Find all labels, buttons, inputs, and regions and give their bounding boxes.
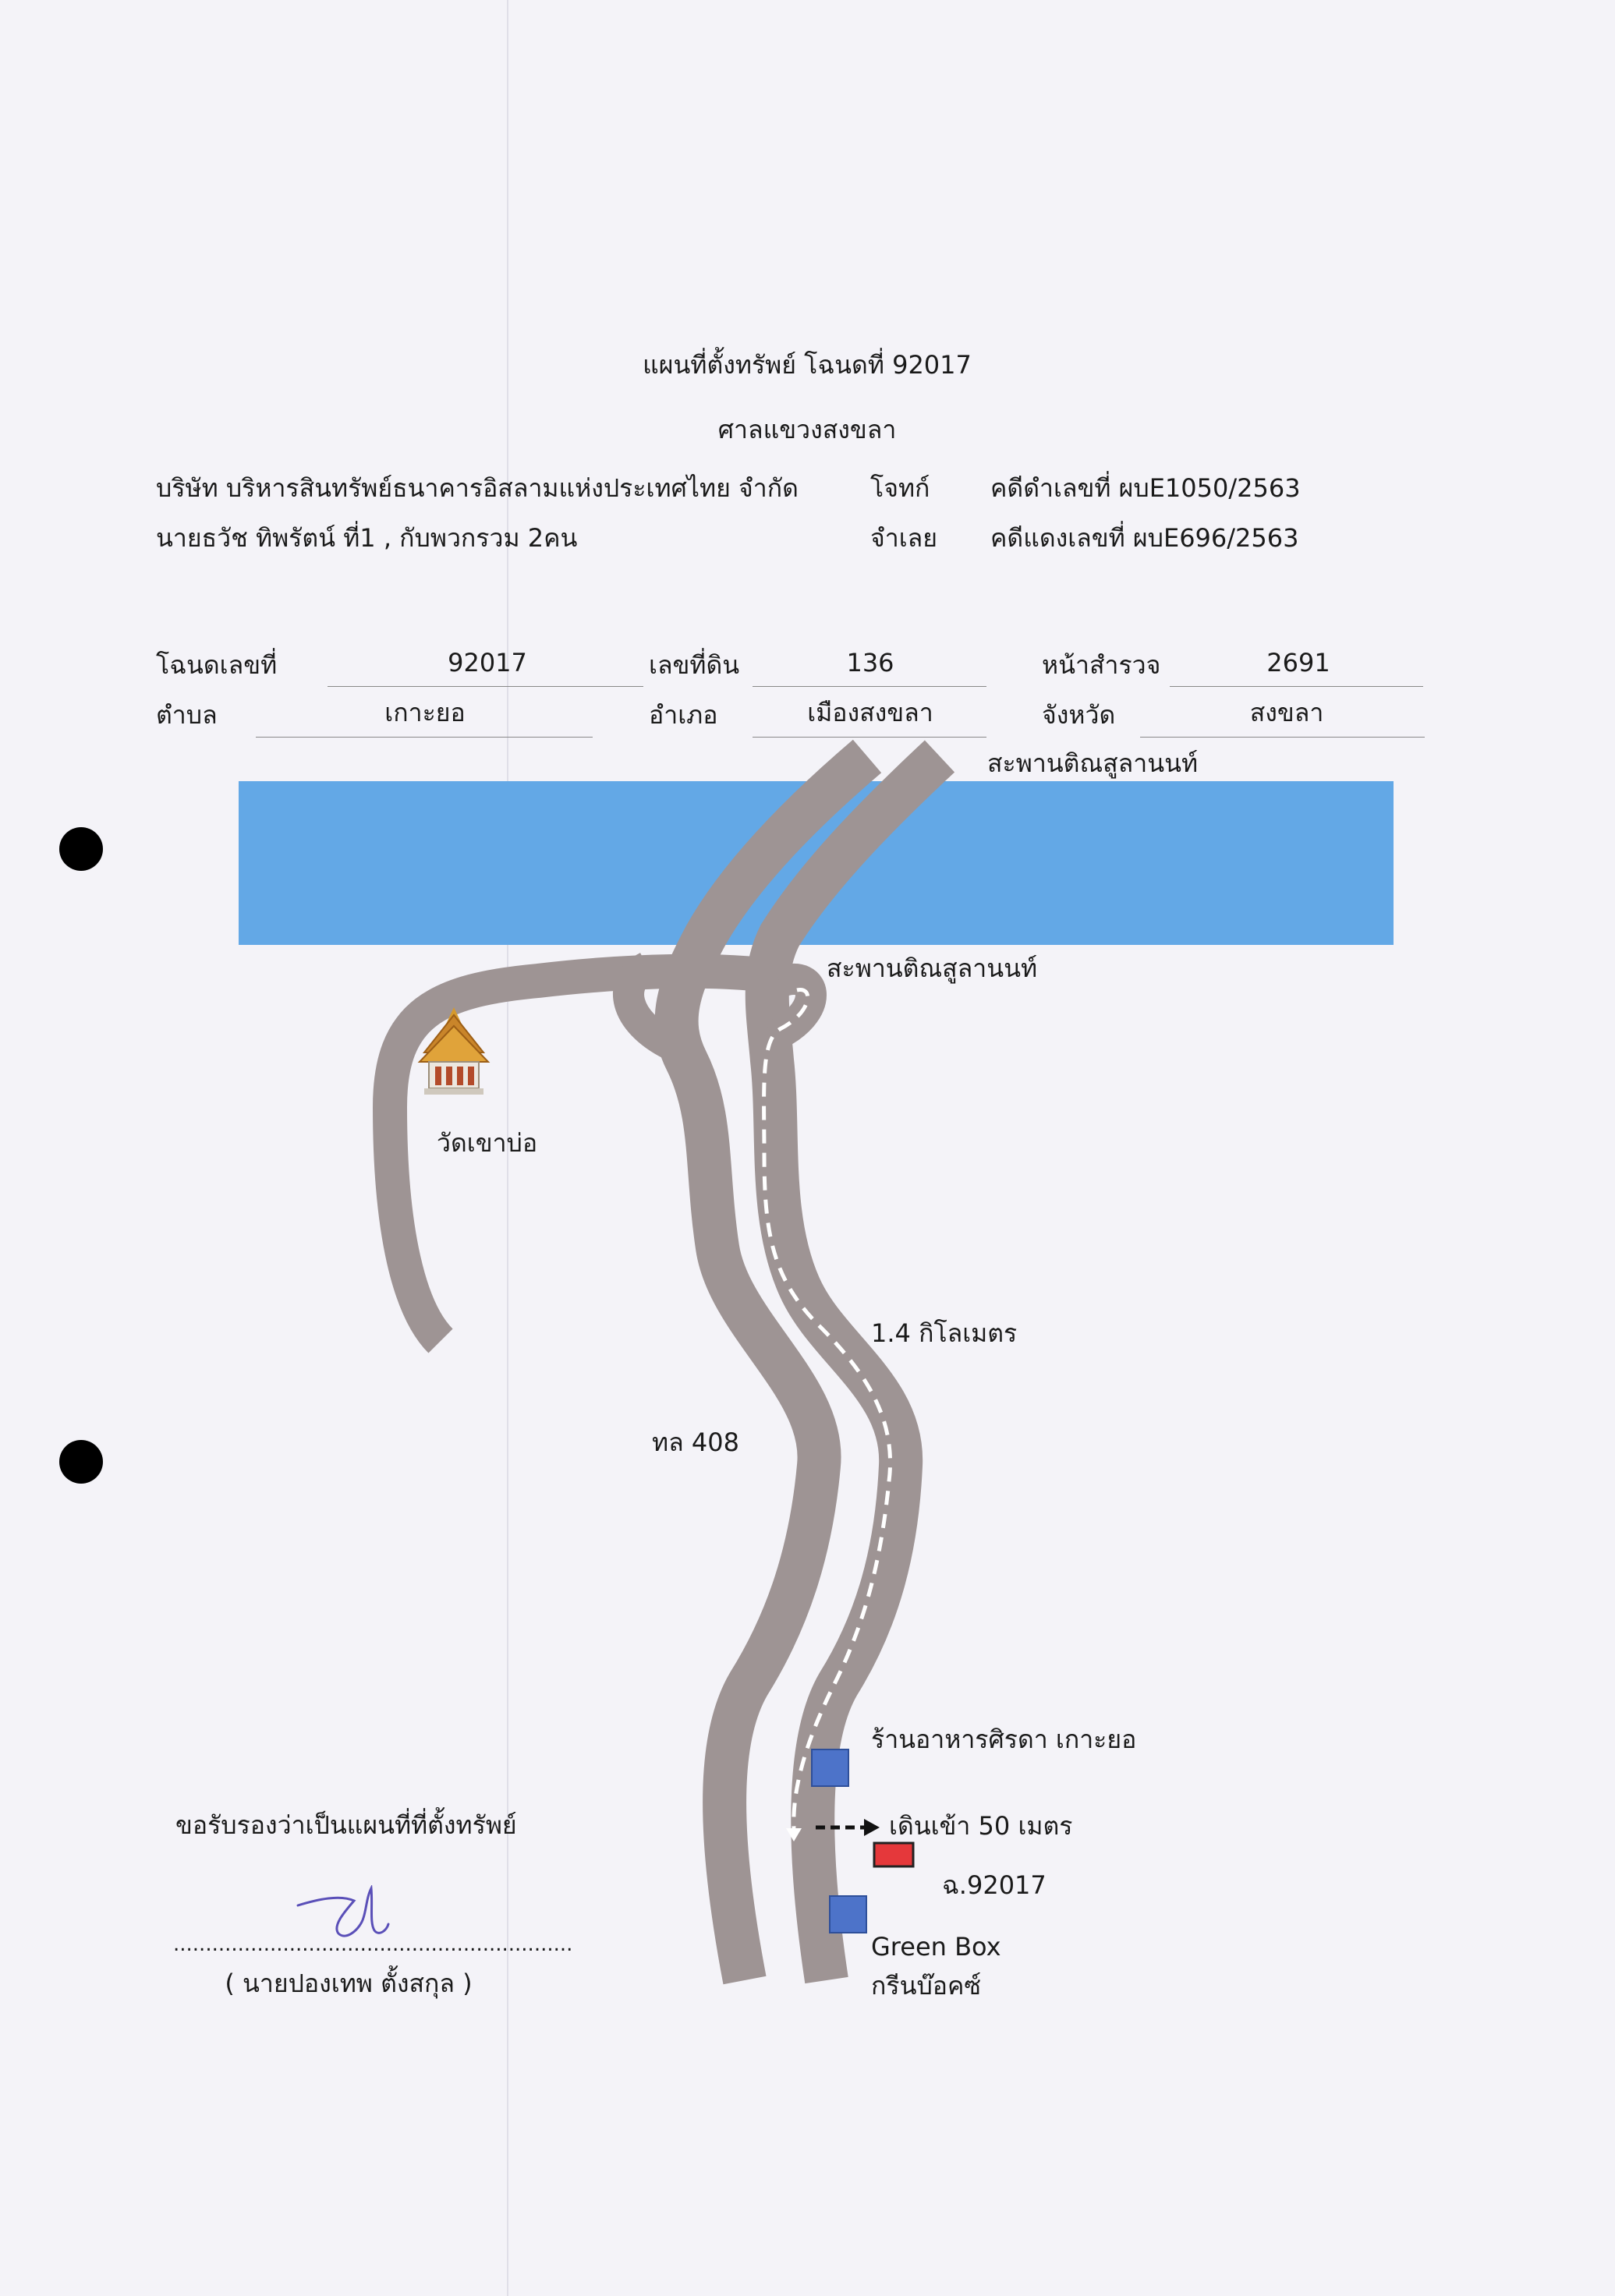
- land-number-underline: [753, 686, 986, 687]
- paper-fold-line: [507, 0, 508, 2296]
- document-title: แผนที่ตั้งทรัพย์ โฉนดที่ 92017: [643, 350, 972, 380]
- province-value: สงขลา: [1249, 698, 1324, 727]
- property-marker: [873, 1841, 915, 1868]
- deed-number-value: 92017: [448, 648, 527, 677]
- plaintiff-role: โจทก์: [870, 473, 930, 503]
- temple-label: วัดเขาบ่อ: [437, 1128, 538, 1158]
- red-case-number: คดีแดงเลขที่ ผบE696/2563: [990, 523, 1299, 553]
- land-number-label: เลขที่ดิน: [649, 650, 740, 680]
- route-path: [762, 988, 892, 1829]
- district-label: อำเภอ: [649, 700, 718, 730]
- highway-right-lane: [745, 740, 955, 1984]
- black-case-number: คดีดำเลขที่ ผบE1050/2563: [990, 473, 1301, 503]
- deed-number-underline: [328, 686, 643, 687]
- subdistrict-value: เกาะยอ: [384, 698, 466, 727]
- bridge-label-top: สะพานติณสูลานนท์: [987, 748, 1199, 778]
- subdistrict-underline: [256, 737, 593, 738]
- signer-name: ( นายปองเทพ ตั้งสกุล ): [225, 1969, 473, 1998]
- interchange-loop: [613, 953, 827, 1059]
- bridge-label-bottom: สะพานติณสูลานนท์: [827, 953, 1038, 983]
- route-arrowhead: [786, 1828, 802, 1841]
- punch-hole-top: [59, 827, 103, 871]
- certification-text: ขอรับรองว่าเป็นแผนที่ที่ตั้งทรัพย์: [175, 1810, 517, 1840]
- deed-number-label: โฉนดเลขที่: [156, 650, 278, 680]
- survey-page-value: 2691: [1266, 648, 1330, 677]
- highway-label: ทล 408: [652, 1427, 739, 1457]
- greenbox-marker: [829, 1895, 867, 1933]
- temple-access-road: [372, 953, 792, 1353]
- defendant-name: นายธวัช ทิพรัตน์ ที่1 , กับพวกรวม 2คน: [156, 523, 578, 553]
- highway-left-lane: [654, 739, 882, 1985]
- subdistrict-label: ตำบล: [156, 700, 218, 730]
- land-number-value: 136: [846, 648, 894, 677]
- greenbox-label-th: กรีนบ๊อคซ์: [871, 1971, 982, 2001]
- signature-dotted-line: ........................................…: [173, 1933, 573, 1956]
- walk-in-arrowhead: [864, 1819, 880, 1836]
- greenbox-label-en: Green Box: [871, 1932, 1001, 1962]
- temple-icon: [417, 1007, 491, 1095]
- district-underline: [753, 737, 986, 738]
- province-label: จังหวัด: [1042, 700, 1116, 730]
- property-label: ฉ.92017: [942, 1870, 1047, 1900]
- signature: [296, 1885, 390, 1937]
- district-value: เมืองสงขลา: [807, 698, 933, 727]
- defendant-role: จำเลย: [870, 523, 938, 553]
- distance-label: 1.4 กิโลเมตร: [871, 1318, 1018, 1348]
- walk-in-label: เดินเข้า 50 เมตร: [889, 1811, 1073, 1841]
- province-underline: [1140, 737, 1425, 738]
- survey-page-label: หน้าสำรวจ: [1042, 650, 1161, 680]
- plaintiff-name: บริษัท บริหารสินทรัพย์ธนาคารอิสลามแห่งปร…: [156, 473, 799, 503]
- survey-page-underline: [1170, 686, 1423, 687]
- restaurant-marker: [811, 1749, 849, 1787]
- court-name: ศาลแขวงสงขลา: [717, 415, 897, 444]
- punch-hole-bottom: [59, 1440, 103, 1484]
- restaurant-label: ร้านอาหารศิรดา เกาะยอ: [871, 1725, 1137, 1754]
